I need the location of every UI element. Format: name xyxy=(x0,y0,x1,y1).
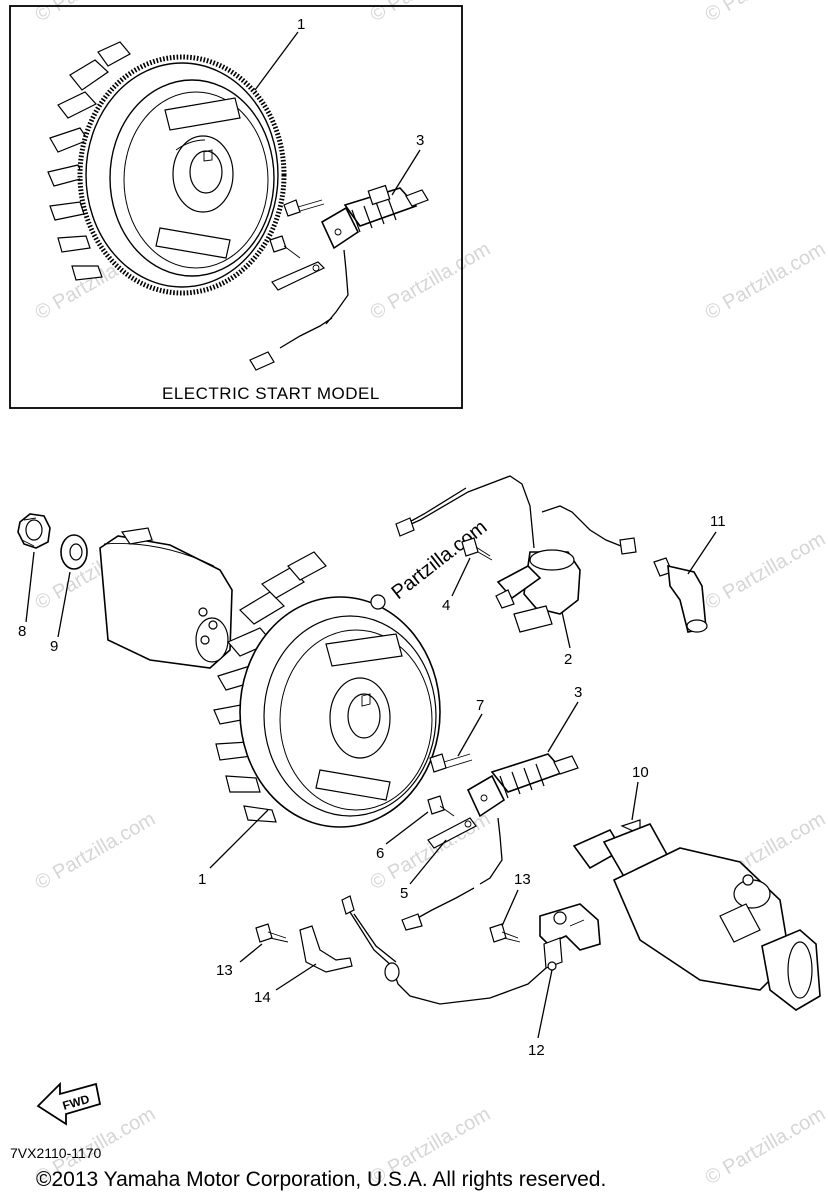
flywheel xyxy=(213,551,441,828)
callout-label: 8 xyxy=(18,623,26,640)
inset-frame xyxy=(9,5,463,409)
callout-label: 3 xyxy=(574,684,582,701)
leader-line xyxy=(409,839,447,885)
callout-label: 1 xyxy=(198,871,206,888)
callout-label: 6 xyxy=(376,845,384,862)
callout-label: 5 xyxy=(400,885,408,902)
crankshaft xyxy=(572,823,821,1011)
watermark: © Partzilla.com xyxy=(702,528,828,614)
starter-cup xyxy=(99,527,233,669)
fwd-arrow: FWD xyxy=(36,1081,102,1126)
inset-electric-start: 1 3 ELECTRIC START MODEL xyxy=(9,5,463,409)
leader-line xyxy=(561,611,571,649)
callout-label: 13 xyxy=(216,962,233,979)
callout-label: 7 xyxy=(476,697,484,714)
watermark: © Partzilla.com xyxy=(702,238,828,324)
callout-label: 11 xyxy=(710,513,726,530)
leader-line xyxy=(687,531,717,575)
watermark: © Partzilla.com xyxy=(702,0,828,26)
nut xyxy=(17,513,51,549)
watermark: © Partzilla.com xyxy=(367,0,495,26)
watermark: © Partzilla.com xyxy=(367,238,495,324)
leader-line xyxy=(25,551,35,623)
leader-line xyxy=(391,149,421,196)
clamp xyxy=(299,925,353,973)
charge-coil xyxy=(401,753,579,931)
bolt xyxy=(461,537,493,561)
leader-line xyxy=(209,809,269,869)
watermark: © Partzilla.com xyxy=(32,0,160,26)
leader-line xyxy=(239,943,263,963)
watermark: © Partzilla.com xyxy=(702,1103,828,1189)
callout-label: 10 xyxy=(632,764,649,781)
callout-label: 14 xyxy=(254,989,271,1006)
callout-label: 13 xyxy=(514,871,531,888)
washer xyxy=(60,534,88,570)
callout-label: 1 xyxy=(297,16,305,33)
inset-charge-coil xyxy=(249,184,429,371)
callout-label: 4 xyxy=(442,597,450,614)
callout-label: 3 xyxy=(416,132,424,149)
screw xyxy=(255,923,289,943)
ignition-coil xyxy=(395,475,637,633)
spark-plug-cap xyxy=(653,557,708,633)
leader-line xyxy=(631,781,639,821)
callout-label: 9 xyxy=(50,638,58,655)
watermark: © Partzilla.com xyxy=(367,808,495,894)
watermark: © Partzilla.com xyxy=(32,808,160,894)
leader-line xyxy=(501,889,519,927)
inset-title: ELECTRIC START MODEL xyxy=(162,384,380,403)
sensor-lead xyxy=(341,895,547,1005)
leader-line xyxy=(547,701,579,753)
plate xyxy=(427,817,477,849)
leader-line xyxy=(254,31,299,91)
screw xyxy=(427,795,455,817)
bolt xyxy=(429,753,473,773)
screw xyxy=(489,923,521,943)
leader-line xyxy=(275,963,317,991)
diagram-code: 7VX2110-1170 xyxy=(10,1145,102,1161)
leader-line xyxy=(457,713,483,757)
copyright: ©2013 Yamaha Motor Corporation, U.S.A. A… xyxy=(36,1168,606,1191)
leader-line xyxy=(57,571,71,638)
callout-label: 12 xyxy=(528,1042,545,1059)
callout-label: 2 xyxy=(564,651,572,668)
leader-line xyxy=(451,557,471,597)
leader-line xyxy=(385,811,429,845)
inset-flywheel xyxy=(47,41,287,296)
sensor xyxy=(539,903,601,971)
leader-line xyxy=(537,969,553,1039)
